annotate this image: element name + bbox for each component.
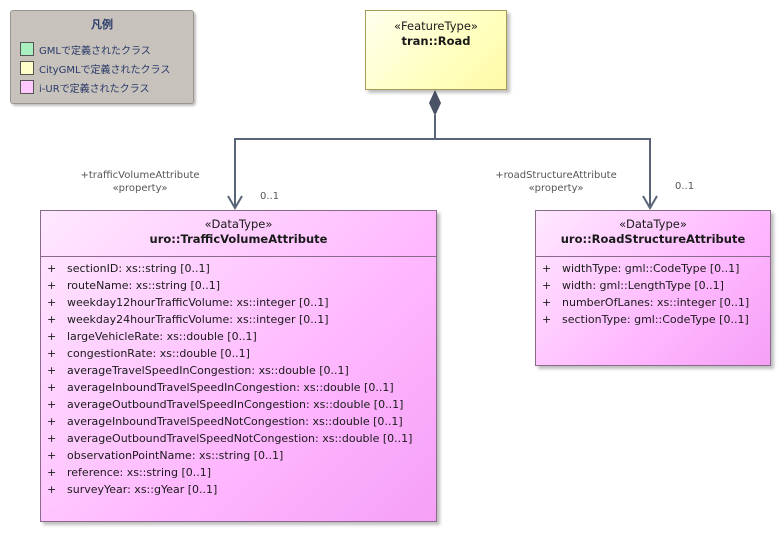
attribute-row: +weekday24hourTrafficVolume: xs::integer…: [47, 313, 329, 326]
attribute-row: +sectionID: xs::string [0..1]: [47, 262, 210, 275]
assoc-structure-label: +roadStructureAttribute «property»: [493, 170, 619, 194]
class-road-structure-attribute[interactable]: «DataType» uro::RoadStructureAttribute +…: [535, 210, 771, 366]
traffic-divider: [41, 256, 436, 257]
attribute-row: +surveyYear: xs::gYear [0..1]: [47, 483, 218, 496]
attribute-row: +numberOfLanes: xs::integer [0..1]: [542, 296, 750, 309]
legend-title: 凡例: [91, 18, 113, 31]
attribute-row: +widthType: gml::CodeType [0..1]: [542, 262, 740, 275]
attribute-row: +weekday12hourTrafficVolume: xs::integer…: [47, 296, 329, 309]
arrowhead-structure: [642, 195, 658, 210]
assoc-structure-stereotype: «property»: [528, 183, 584, 194]
structure-class-name: uro::RoadStructureAttribute: [560, 232, 746, 246]
attribute-row: +largeVehicleRate: xs::double [0..1]: [47, 330, 257, 343]
assoc-traffic-multiplicity: 0..1: [260, 191, 280, 202]
road-class-name: tran::Road: [401, 34, 471, 48]
attribute-row: +width: gml::LengthType [0..1]: [542, 279, 724, 292]
association-line-structure: [435, 138, 651, 208]
attribute-row: +averageTravelSpeedInCongestion: xs::dou…: [47, 364, 349, 377]
legend-panel: 凡例 GMLで定義されたクラス CityGMLで定義されたクラス i-URで定義…: [10, 10, 194, 104]
assoc-traffic-label: +trafficVolumeAttribute «property»: [78, 170, 202, 194]
attribute-row: +reference: xs::string [0..1]: [47, 466, 212, 479]
attribute-row: +averageInboundTravelSpeedInCongestion: …: [47, 381, 394, 394]
attribute-row: +averageInboundTravelSpeedNotCongestion:…: [47, 415, 403, 428]
legend-label-iur: i-URで定義されたクラス: [39, 83, 150, 95]
legend-item-citygml: CityGMLで定義されたクラス: [20, 60, 170, 76]
assoc-traffic-stereotype: «property»: [112, 183, 168, 194]
attribute-row: +sectionType: gml::CodeType [0..1]: [542, 313, 749, 326]
legend-label-citygml: CityGMLで定義されたクラス: [39, 64, 171, 76]
traffic-stereotype: «DataType»: [204, 217, 273, 231]
attribute-row: +congestionRate: xs::double [0..1]: [47, 347, 250, 360]
assoc-structure-multiplicity: 0..1: [675, 181, 695, 192]
attribute-row: +averageOutboundTravelSpeedNotCongestion…: [47, 432, 413, 445]
traffic-attribute-list: +sectionID: xs::string [0..1] +routeName…: [41, 261, 436, 499]
assoc-traffic-role: +trafficVolumeAttribute: [80, 170, 200, 181]
structure-stereotype: «DataType»: [619, 217, 687, 231]
legend-item-iur: i-URで定義されたクラス: [20, 79, 149, 95]
class-traffic-volume-attribute[interactable]: «DataType» uro::TrafficVolumeAttribute +…: [40, 210, 437, 522]
legend-swatch-iur: [20, 80, 34, 94]
assoc-structure-role: +roadStructureAttribute: [495, 170, 617, 181]
arrowhead-traffic: [227, 195, 243, 210]
attribute-row: +routeName: xs::string [0..1]: [47, 279, 221, 292]
legend-swatch-citygml: [20, 61, 34, 75]
legend-item-gml: GMLで定義されたクラス: [20, 41, 151, 57]
legend-label-gml: GMLで定義されたクラス: [39, 45, 151, 57]
attribute-row: +averageOutboundTravelSpeedInCongestion:…: [47, 398, 404, 411]
association-line-traffic: [234, 138, 435, 208]
structure-attribute-list: +widthType: gml::CodeType [0..1] +width:…: [536, 261, 770, 329]
composition-diamond: [429, 90, 441, 116]
legend-swatch-gml: [20, 42, 34, 56]
attribute-row: +observationPointName: xs::string [0..1]: [47, 449, 284, 462]
structure-divider: [536, 256, 770, 257]
class-road[interactable]: «FeatureType» tran::Road: [365, 10, 507, 90]
traffic-class-name: uro::TrafficVolumeAttribute: [149, 232, 328, 246]
road-stereotype: «FeatureType»: [394, 19, 478, 33]
